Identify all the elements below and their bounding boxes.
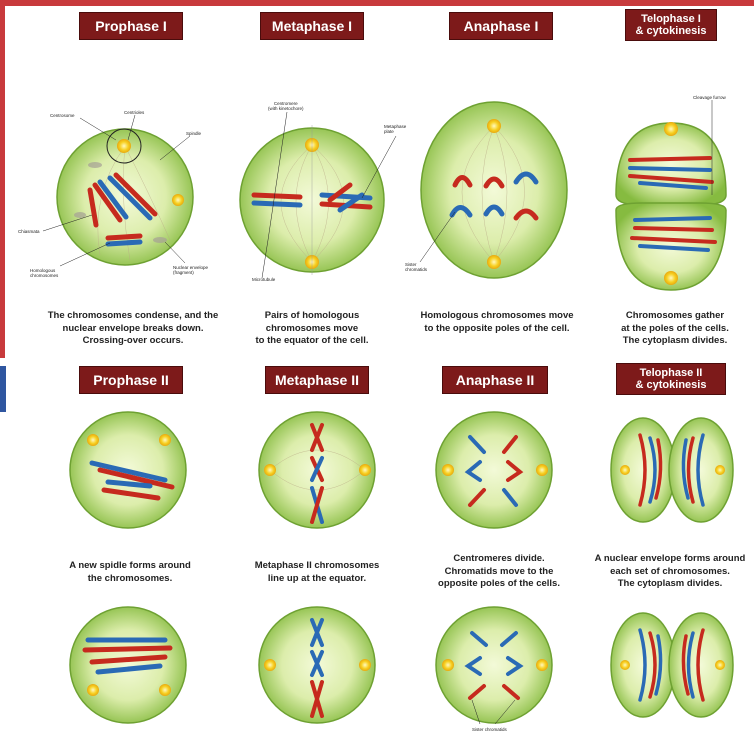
cell-anaphase-1	[420, 102, 567, 278]
cell-anaphase-2a	[436, 412, 552, 528]
cell-prophase-1	[43, 115, 193, 266]
cell-telophase-1	[616, 100, 726, 290]
cell-prophase-2b	[70, 607, 186, 723]
cell-prophase-2a	[70, 412, 186, 528]
cell-telophase-2a	[611, 418, 733, 522]
cell-anaphase-2b	[436, 607, 552, 724]
cell-telophase-2b	[611, 613, 733, 717]
cell-metaphase-1	[240, 112, 396, 278]
cell-metaphase-2a	[259, 412, 375, 528]
cell-metaphase-2b	[259, 607, 375, 723]
